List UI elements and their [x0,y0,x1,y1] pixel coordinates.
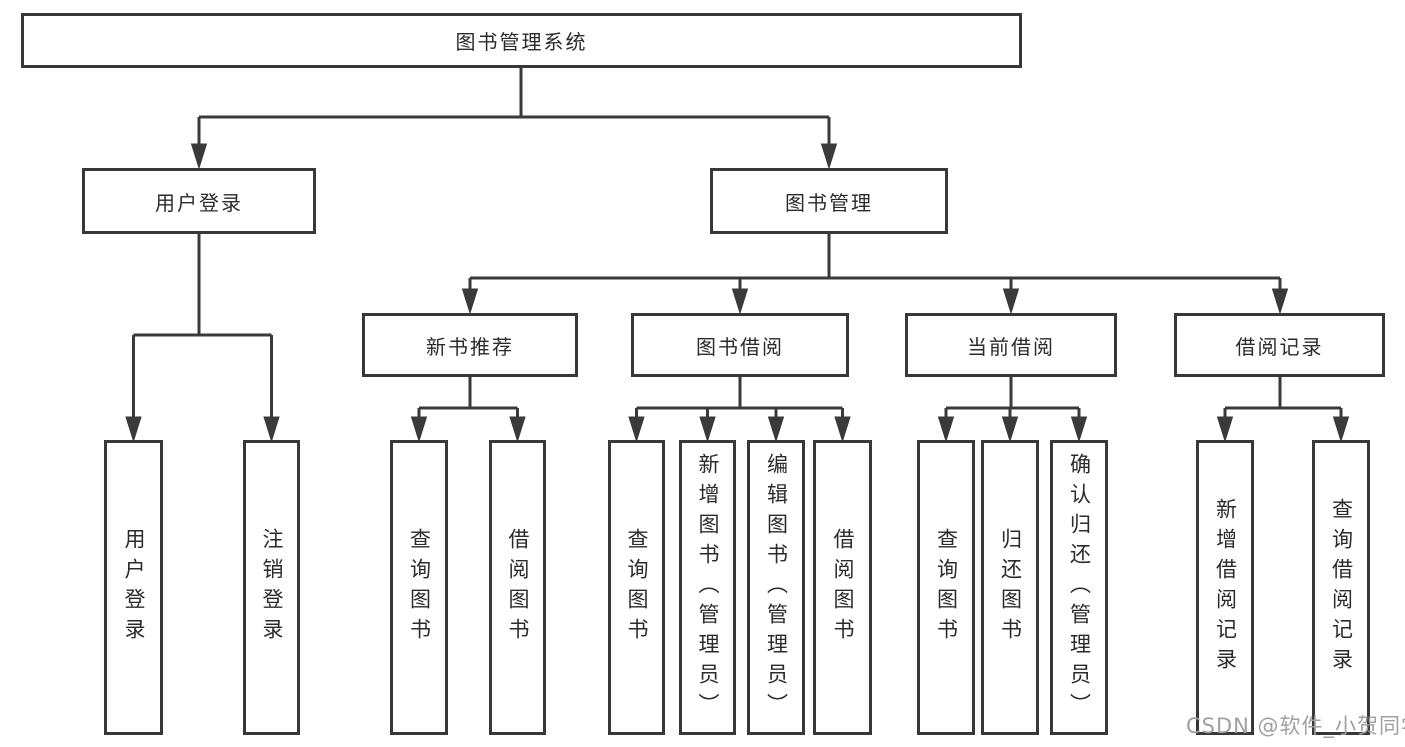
connector-user-login-children [125,234,280,443]
leaf-confirm-return-admin: 确认归还（管理员） [1050,440,1108,735]
connector-borrow-records-children [1216,377,1350,443]
node-book-management: 图书管理 [710,168,948,234]
leaf-add-borrow-record: 新增借阅记录 [1196,440,1254,735]
leaf-user-login: 用户登录 [104,440,163,735]
leaf-query-books-recommend: 查询图书 [390,440,448,735]
connector-book-mgmt-children [461,234,1289,315]
leaf-query-books-borrowing: 查询图书 [608,440,665,735]
leaf-return-books: 归还图书 [981,440,1039,735]
node-book-borrowing: 图书借阅 [631,313,849,377]
node-current-borrowing: 当前借阅 [905,313,1117,377]
node-new-book-recommend: 新书推荐 [362,313,578,377]
connector-root-to-level2 [190,68,838,170]
connector-new-book-rec-children [410,377,526,443]
node-borrow-records: 借阅记录 [1174,313,1385,377]
leaf-logout: 注销登录 [243,440,300,735]
connector-book-borrow-children [628,377,851,443]
leaf-edit-book-admin: 编辑图书（管理员） [747,440,805,735]
leaf-query-books-current: 查询图书 [917,440,975,735]
leaf-borrow-books: 借阅图书 [813,440,872,735]
leaf-query-borrow-record: 查询借阅记录 [1312,440,1370,735]
node-root-system: 图书管理系统 [21,13,1022,68]
leaf-borrow-books-recommend: 借阅图书 [489,440,546,735]
node-user-login: 用户登录 [82,168,316,234]
connector-current-borrow-children [937,377,1088,443]
csdn-watermark: CSDN @软件_小贺同学 [1186,714,1405,738]
leaf-add-book-admin: 新增图书（管理员） [679,440,736,735]
